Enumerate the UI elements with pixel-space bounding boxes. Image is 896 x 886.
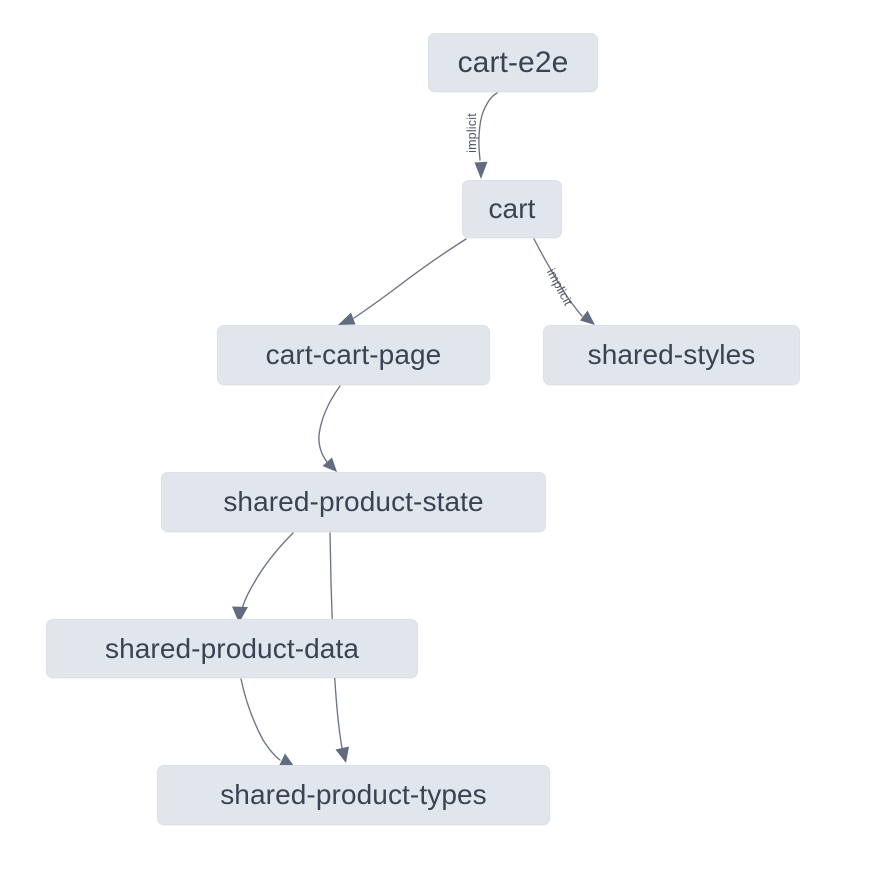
edge-shared-product-state-to-shared-product-data [232,532,294,623]
edge-cart-e2e-to-cart: implicit [465,92,498,179]
node-shared-product-data[interactable]: shared-product-data [46,619,418,678]
edge-cart-to-shared-styles: implicit [533,238,595,325]
edge-label-implicit-2: implicit [544,266,575,308]
node-label-cart-cart-page: cart-cart-page [265,339,442,370]
edge-cart-cart-page-to-shared-product-state [318,385,341,472]
edge-path-cartcartpage-sharedproductstate [318,385,341,463]
node-cart[interactable]: cart [462,180,562,238]
edge-cart-to-cart-cart-page [338,238,467,325]
edge-path-cart-e2e-cart [478,92,498,161]
arrowhead-cart-cart-page [338,312,356,325]
edge-path-cart-sharedstyles [533,238,583,317]
node-label-shared-product-data: shared-product-data [104,632,360,664]
edge-path-sharedproductdata-sharedproducttypes [240,678,281,761]
edge-path-cart-cartcartpage [353,238,467,319]
node-label-cart-e2e: cart-e2e [457,45,569,79]
edge-shared-product-data-to-shared-product-types [240,678,294,766]
arrowhead-shared-product-types-b [335,746,349,763]
edge-label-implicit-1: implicit [465,113,479,153]
edge-path-sharedproductstate-sharedproductdata [241,532,294,610]
node-shared-styles[interactable]: shared-styles [543,325,800,385]
node-label-shared-styles: shared-styles [587,339,756,370]
arrowhead-shared-styles [580,310,595,325]
node-label-shared-product-types: shared-product-types [220,779,487,810]
node-label-shared-product-state: shared-product-state [223,486,484,517]
node-shared-product-types[interactable]: shared-product-types [157,765,550,825]
arrowhead-shared-product-state [322,457,337,472]
arrowhead-cart [474,161,488,179]
node-shared-product-state[interactable]: shared-product-state [161,472,546,532]
node-cart-e2e[interactable]: cart-e2e [428,33,598,92]
node-label-cart: cart [488,193,536,224]
node-cart-cart-page[interactable]: cart-cart-page [217,325,490,385]
